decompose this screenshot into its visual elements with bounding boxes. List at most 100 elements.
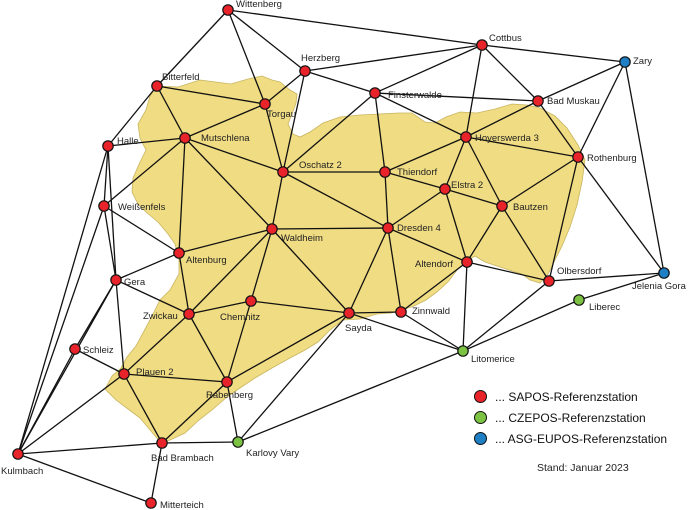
baseline-bautzen-altendorf [466, 205, 503, 263]
station-label-weissenfels: Weißenfels [118, 202, 166, 213]
station-marker-wittenberg [222, 4, 234, 16]
station-label-hoyerswerda: Hoyerswerda 3 [475, 133, 539, 144]
station-label-herzberg: Herzberg [301, 53, 340, 64]
station-marker-altendorf [461, 256, 473, 268]
baseline-sayda-karlovyvary [237, 312, 350, 443]
baseline-rothenburg-jelenia [577, 156, 665, 274]
baseline-zary-badmuskau [537, 61, 626, 102]
baseline-hoyerswerda-thiendorf [384, 136, 467, 173]
baseline-zwickau-rabenberg [188, 313, 228, 383]
stand-date: Stand: Januar 2023 [537, 462, 629, 474]
station-label-plauen: Plauen 2 [136, 367, 174, 378]
saxony-region [104, 75, 586, 444]
station-marker-zinnwald [395, 306, 407, 318]
station-marker-thiendorf [379, 166, 391, 178]
baseline-schleiz-plauen [74, 348, 125, 375]
baseline-oschatz-waldheim [271, 171, 284, 230]
station-marker-bautzen [496, 200, 508, 212]
baseline-finsterwalde-thiendorf [374, 92, 386, 173]
station-label-oschatz: Oschatz 2 [299, 160, 342, 171]
baseline-hoyerswerda-bautzen [465, 136, 503, 207]
baseline-halle-mutschlena [107, 137, 186, 147]
station-marker-chemnitz [245, 295, 257, 307]
station-label-badmuskau: Bad Muskau [547, 96, 600, 107]
baseline-wittenberg-bitterfeld [156, 9, 229, 87]
baseline-badbrambach-mitterteich [150, 442, 163, 504]
station-label-kulmbach: Kulmbach [1, 466, 43, 477]
baseline-bautzen-olbersdorf [501, 205, 550, 282]
baseline-rabenberg-badbrambach [161, 381, 228, 444]
station-label-chemnitz: Chemnitz [220, 312, 260, 323]
legend-label-sapos: ... SAPOS-Referenzstation [495, 389, 638, 404]
station-label-badbrambach: Bad Brambach [151, 453, 214, 464]
baseline-chemnitz-sayda [250, 300, 350, 314]
legend-label-czepos: ... CZEPOS-Referenzstation [495, 410, 646, 425]
baseline-chemnitz-rabenberg [226, 300, 252, 383]
baseline-badmuskau-hoyerswerda [465, 100, 539, 138]
station-marker-plauen [118, 368, 130, 380]
station-marker-torgau [259, 98, 271, 110]
station-marker-badbrambach [156, 437, 168, 449]
station-marker-zary [619, 56, 631, 68]
baseline-elstra-bautzen [444, 188, 503, 207]
baseline-herzberg-oschatz [282, 70, 306, 173]
baseline-plauen-badbrambach [123, 373, 163, 444]
station-label-bitterfeld: Bitterfeld [162, 72, 200, 83]
baseline-liberec-litomerice [462, 299, 580, 352]
baseline-gera-zwickau [115, 279, 190, 315]
baseline-plauen-rabenberg [123, 373, 228, 383]
czepos-marker-icon [474, 411, 487, 424]
legend-item-asg-eupos: ... ASG-EUPOS-Referenzstation [474, 428, 700, 449]
baseline-hoyerswerda-elstra [444, 136, 467, 190]
baseline-sayda-rabenberg [226, 312, 350, 383]
baseline-bitterfeld-mutschlena [156, 85, 186, 139]
baseline-waldheim-altenburg [178, 228, 273, 254]
baseline-altendorf-zinnwald [400, 261, 468, 313]
station-label-zinnwald: Zinnwald [412, 306, 450, 317]
baseline-altenburg-gera [115, 252, 180, 281]
station-marker-weissenfels [98, 200, 110, 212]
baseline-altendorf-litomerice [462, 261, 468, 352]
baseline-gera-kulmbach [17, 279, 117, 455]
station-label-torgau: Torgau [267, 109, 296, 120]
baseline-wittenberg-torgau [227, 9, 266, 105]
station-label-finsterwalde: Finsterwalde [388, 90, 442, 101]
station-label-sayda: Sayda [345, 323, 373, 334]
baseline-waldheim-dresden [271, 227, 389, 230]
baseline-cottbus-herzberg [304, 44, 483, 72]
baseline-mutschlena-waldheim [184, 137, 273, 230]
baseline-thiendorf-elstra [384, 171, 446, 190]
station-label-mitterteich: Mitterteich [160, 500, 204, 510]
baseline-badmuskau-rothenburg [537, 100, 579, 158]
station-marker-karlovyvary [232, 436, 244, 448]
baseline-dresden-sayda [348, 227, 389, 314]
baseline-olbersdorf-jelenia [548, 272, 665, 282]
baseline-olbersdorf-litomerice [462, 280, 550, 352]
baseline-rothenburg-bautzen [501, 156, 579, 207]
baseline-zinnwald-litomerice [400, 311, 464, 352]
station-marker-sayda [343, 307, 355, 319]
baseline-waldheim-zwickau [188, 228, 273, 315]
station-label-rothenburg: Rothenburg [587, 153, 637, 164]
baseline-torgau-oschatz [264, 103, 284, 173]
baseline-cottbus-finsterwalde [374, 44, 483, 94]
station-label-rabenberg: Rabenberg [206, 390, 253, 401]
station-label-jelenia: Jelenia Gora [632, 281, 687, 292]
station-marker-jelenia [658, 267, 670, 279]
station-marker-dresden [382, 222, 394, 234]
station-marker-hoyerswerda [460, 131, 472, 143]
station-marker-schleiz [69, 343, 81, 355]
baseline-halle-weissenfels [103, 145, 109, 207]
baseline-rabenberg-karlovyvary [226, 381, 239, 443]
baseline-zary-jelenia [624, 61, 665, 274]
baseline-weissenfels-altenburg [103, 205, 180, 254]
baseline-zwickau-plauen [123, 313, 190, 375]
baseline-cottbus-badmuskau [481, 44, 539, 102]
baseline-altenburg-zwickau [178, 252, 190, 315]
station-marker-mutschlena [179, 132, 191, 144]
baseline-litomerice-karlovyvary [237, 350, 464, 443]
station-marker-cottbus [476, 39, 488, 51]
station-marker-gera [110, 274, 122, 286]
baseline-wittenberg-herzberg [227, 9, 306, 72]
